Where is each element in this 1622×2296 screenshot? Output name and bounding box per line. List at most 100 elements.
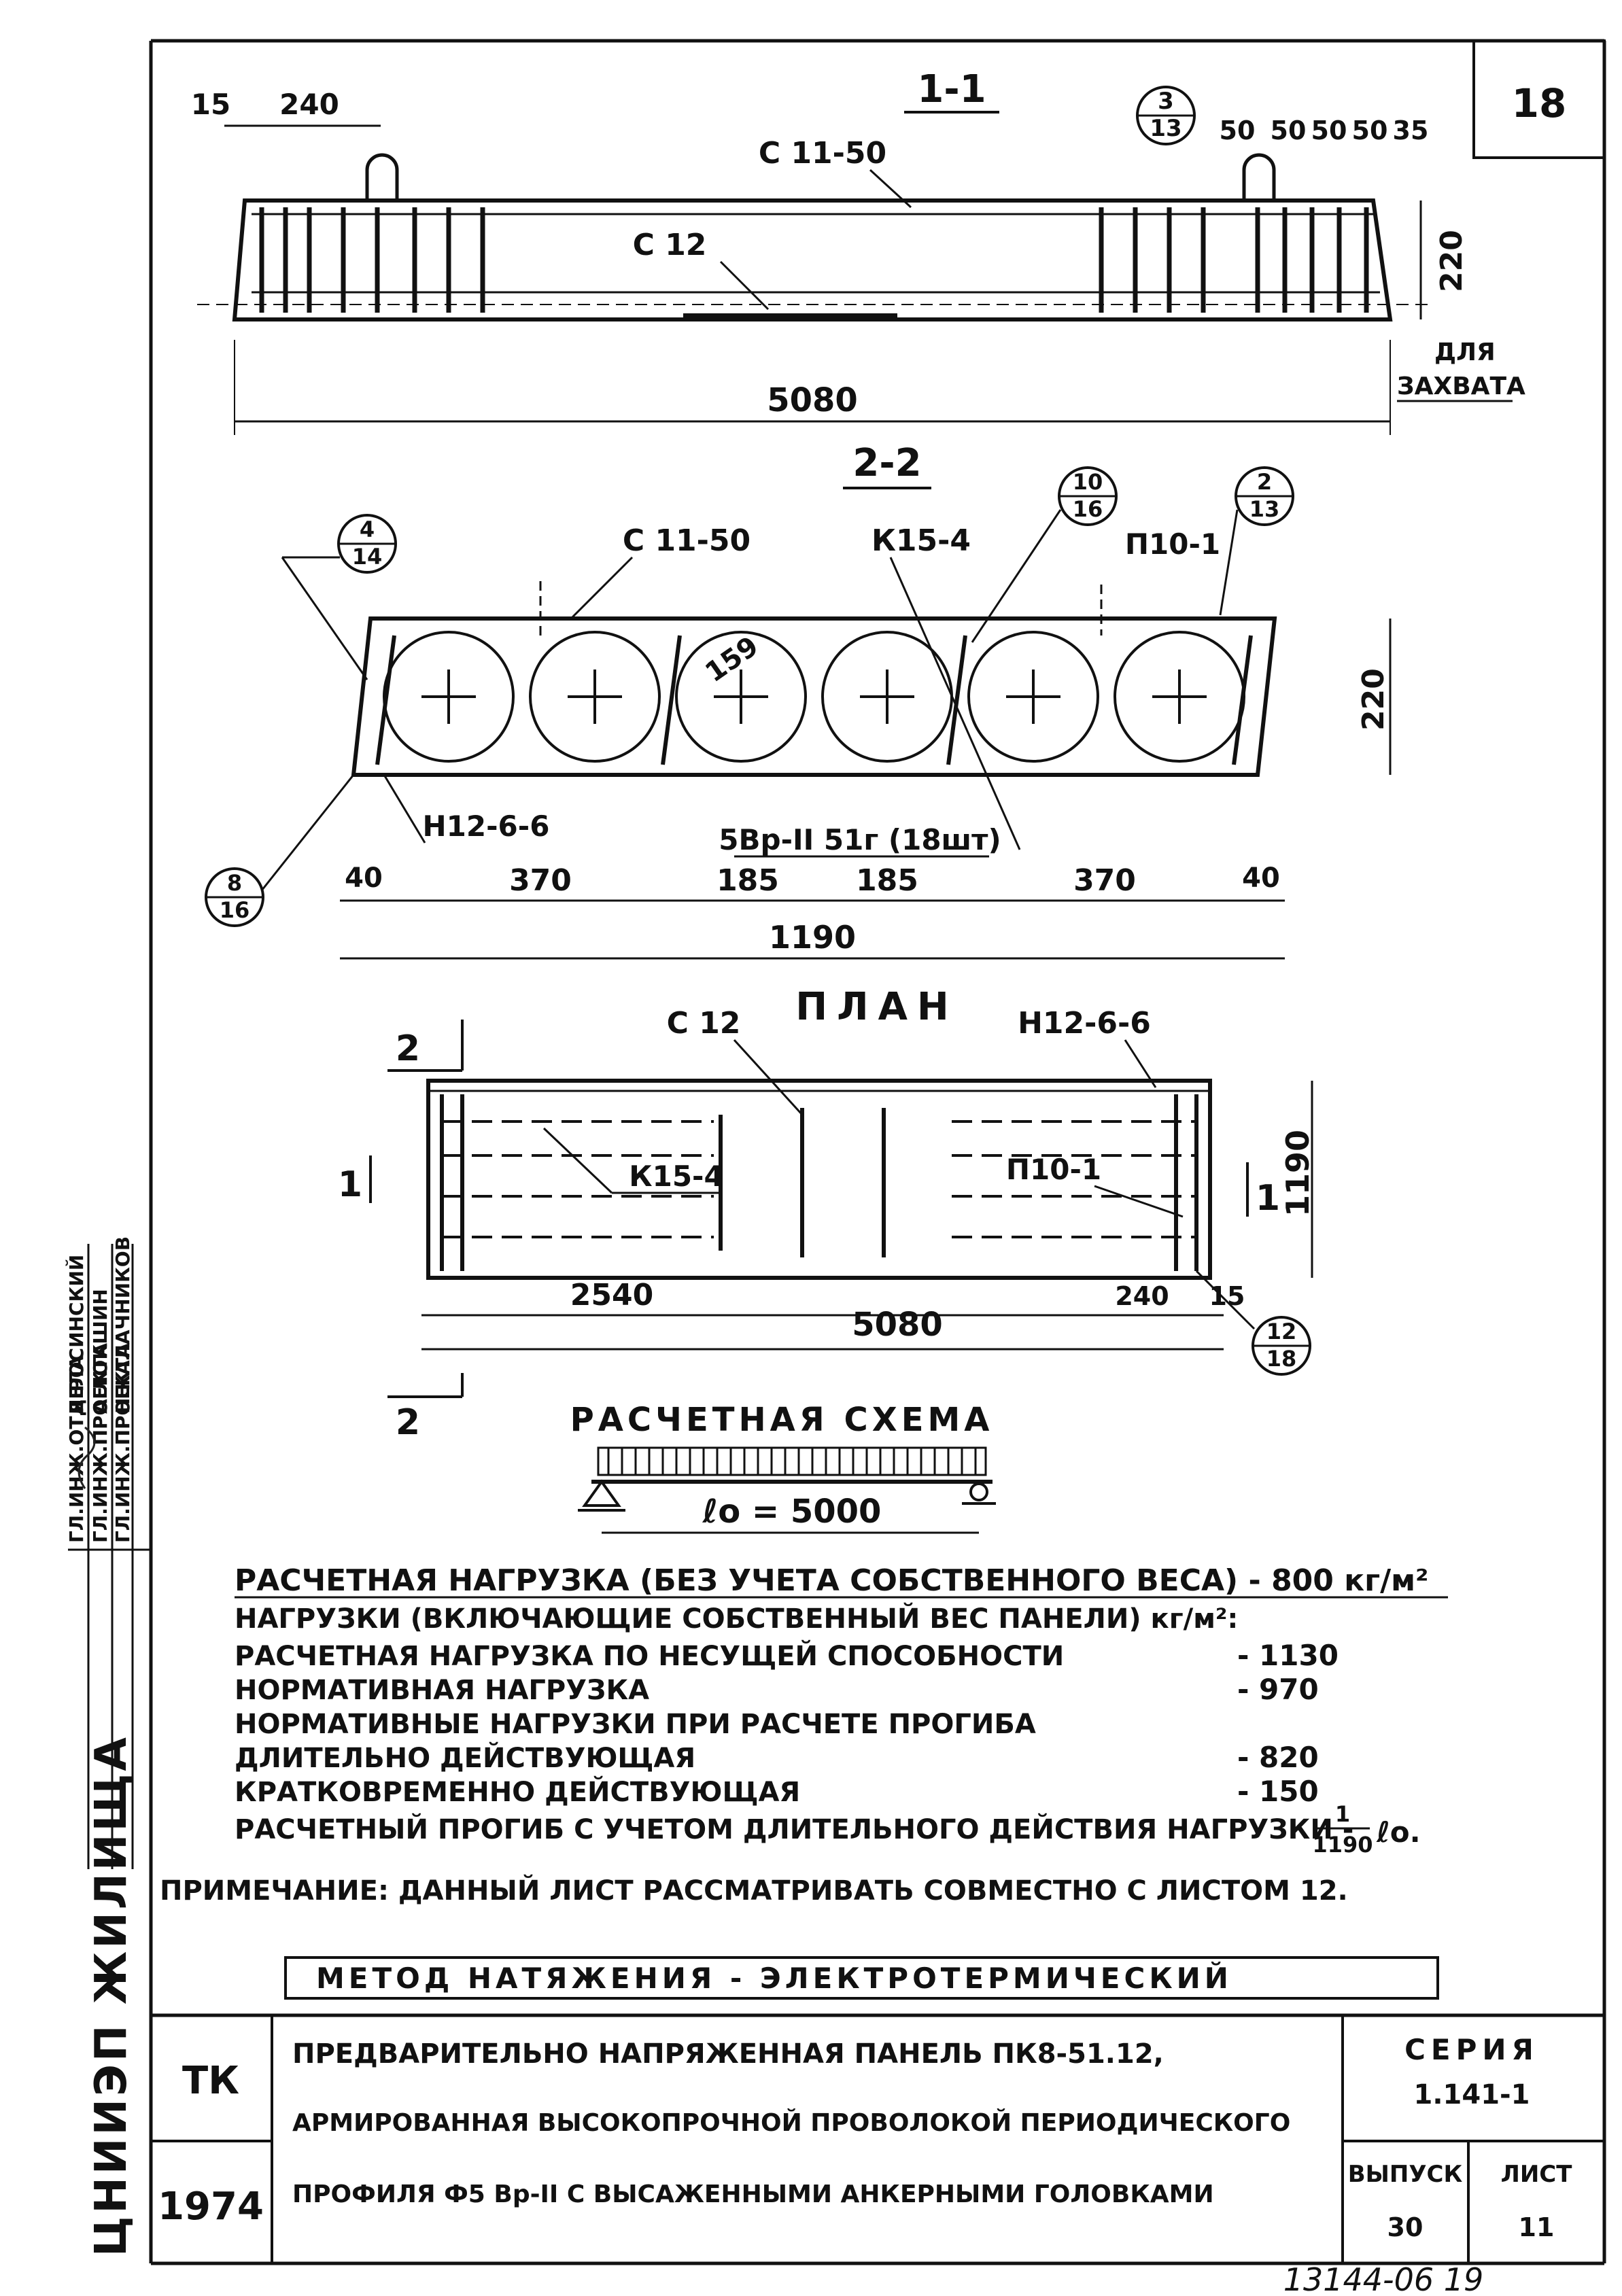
- load-row-1-value: - 1130: [1237, 1639, 1339, 1672]
- load-row-4-label: ДЛИТЕЛЬНО ДЕЙСТВУЮЩАЯ: [235, 1741, 695, 1774]
- issue-label: ВЫПУСК: [1348, 2161, 1463, 2188]
- dim-50d: 50: [1352, 116, 1388, 145]
- dim-2-370a: 370: [509, 863, 572, 898]
- plan-view: ПЛАН 2 1 1 2 С 12 Н12-6-6 К15-4: [338, 985, 1316, 1443]
- label-2-wire: 5Вр-II 51г (18шт): [719, 823, 1001, 856]
- section-2-2: 2-2 С 11-50 К15-4 П10-1 159: [205, 441, 1392, 960]
- plan-label-p10-1: П10-1: [1006, 1153, 1101, 1186]
- dim-240: 240: [279, 88, 339, 121]
- callout-2-top: 2: [1257, 469, 1272, 495]
- plan-label-h12-6-6: Н12-6-6: [1018, 1006, 1151, 1041]
- plan-dim-15: 15: [1209, 1281, 1245, 1311]
- grip-label-1: ДЛЯ: [1434, 338, 1496, 366]
- sig-name-2: А.ЛОКШИН: [89, 1289, 111, 1414]
- callout-12-top: 12: [1266, 1319, 1297, 1344]
- remark: ПРИМЕЧАНИЕ: ДАННЫЙ ЛИСТ РАССМАТРИВАТЬ СО…: [160, 1874, 1348, 1907]
- plan-mark-2-bottom: 2: [396, 1402, 420, 1443]
- load-row-2-label: НОРМАТИВНАЯ НАГРУЗКА: [235, 1675, 649, 1706]
- sig-name-1: Я.РОСИНСКИЙ: [65, 1255, 88, 1414]
- grip-label-2: ЗАХВАТА: [1397, 372, 1525, 400]
- section-2-width: 1190: [769, 919, 856, 956]
- dim-2-370b: 370: [1073, 863, 1136, 898]
- method-text: МЕТОД НАТЯЖЕНИЯ - ЭЛЕКТРОТЕРМИЧЕСКИЙ: [316, 1961, 1232, 1995]
- dim-50b: 50: [1271, 116, 1307, 145]
- callout-10-top: 10: [1073, 469, 1103, 495]
- plan-length: 5080: [852, 1306, 943, 1344]
- label-2-k15-4: К15-4: [872, 523, 971, 558]
- section-2-2-title: 2-2: [852, 441, 921, 485]
- stamp-code: ТК: [182, 2059, 239, 2103]
- plan-label-c12: С 12: [667, 1006, 741, 1041]
- callout-4-bottom: 14: [352, 544, 383, 570]
- notes: РАСЧЕТНАЯ НАГРУЗКА (БЕЗ УЧЕТА СОБСТВЕННО…: [160, 1563, 1448, 1907]
- sheet-value: 11: [1519, 2212, 1555, 2242]
- section-2-height: 220: [1356, 668, 1391, 731]
- label-2-p10-1: П10-1: [1125, 527, 1220, 561]
- deflection-numerator: 1: [1335, 1801, 1350, 1827]
- sig-role-3: ГЛ.ИНЖ.ПРОЕКТА: [111, 1343, 134, 1543]
- sig-role-1: ГЛ.ИНЖ.ОТДЕЛА: [65, 1355, 88, 1543]
- method-box: [284, 1956, 1439, 2000]
- loads-header: НАГРУЗКИ (ВКЛЮЧАЮЩИЕ СОБСТВЕННЫЙ ВЕС ПАН…: [235, 1602, 1238, 1635]
- sheet-label: ЛИСТ: [1501, 2161, 1573, 2188]
- dim-15: 15: [191, 88, 230, 121]
- archive-number: 13144-06 19: [1283, 2261, 1484, 2296]
- dim-2-185b: 185: [856, 863, 918, 898]
- series-value: 1.141-1: [1414, 2079, 1530, 2110]
- label-2-c11-50: С 11-50: [623, 523, 750, 558]
- callout-8-bottom: 16: [220, 897, 250, 923]
- dim-50c: 50: [1311, 116, 1347, 145]
- stamp-title-1: ПРЕДВАРИТЕЛЬНО НАПРЯЖЕННАЯ ПАНЕЛЬ ПК8-51…: [292, 2038, 1164, 2070]
- section-1-1: 1-1 15 240 50 50 50 50 35 3 13: [191, 67, 1525, 435]
- series-label: СЕРИЯ: [1404, 2033, 1539, 2066]
- deflection-label: РАСЧЕТНЫЙ ПРОГИБ С УЧЕТОМ ДЛИТЕЛЬНОГО ДЕ…: [235, 1813, 1353, 1845]
- sig-role-2: ГЛ.ИНЖ.ПРОЕКТА: [89, 1343, 111, 1543]
- design-scheme: РАСЧЕТНАЯ СХЕМА ℓо = 5000: [570, 1401, 996, 1534]
- dim-2-40b: 40: [1242, 863, 1280, 894]
- plan-width: 1190: [1279, 1130, 1316, 1217]
- plan-mark-2-top: 2: [396, 1028, 420, 1069]
- sig-name-3: Н.КАЛАЧНИКОВ: [111, 1236, 134, 1414]
- org-name: ЦНИИЭП ЖИЛИЩА: [86, 1735, 137, 2257]
- stamp-title-2: АРМИРОВАННАЯ ВЫСОКОПРОЧНОЙ ПРОВОЛОКОЙ ПЕ…: [292, 2108, 1290, 2137]
- dim-50a: 50: [1220, 116, 1256, 145]
- scheme-title: РАСЧЕТНАЯ СХЕМА: [570, 1401, 994, 1439]
- stamp-title-3: ПРОФИЛЯ Ф5 Вр-II С ВЫСАЖЕННЫМИ АНКЕРНЫМИ…: [292, 2180, 1214, 2208]
- stamp-year: 1974: [158, 2185, 264, 2229]
- load-row-2-value: - 970: [1237, 1673, 1319, 1706]
- design-load: РАСЧЕТНАЯ НАГРУЗКА (БЕЗ УЧЕТА СОБСТВЕННО…: [235, 1563, 1428, 1598]
- load-hatching: [607, 1448, 977, 1475]
- title-block: ТК 1974 ПРЕДВАРИТЕЛЬНО НАПРЯЖЕННАЯ ПАНЕЛ…: [151, 2013, 1604, 2263]
- deflection-suffix: ℓо.: [1376, 1815, 1421, 1849]
- callout-10-bottom: 16: [1073, 496, 1103, 522]
- dim-2-185a: 185: [717, 863, 779, 898]
- label-c12: С 12: [633, 228, 707, 262]
- callout-4-top: 4: [360, 517, 375, 542]
- load-row-5-label: КРАТКОВРЕМЕННО ДЕЙСТВУЮЩАЯ: [235, 1775, 800, 1808]
- load-row-5-value: - 150: [1237, 1775, 1319, 1808]
- load-row-3-label: НОРМАТИВНЫЕ НАГРУЗКИ ПРИ РАСЧЕТЕ ПРОГИБА: [235, 1709, 1036, 1740]
- callout-3-bottom: 13: [1150, 115, 1181, 142]
- dim-2-40a: 40: [345, 863, 383, 894]
- load-row-1-label: РАСЧЕТНАЯ НАГРУЗКА ПО НЕСУЩЕЙ СПОСОБНОСТ…: [235, 1639, 1064, 1672]
- section-1-height: 220: [1434, 230, 1469, 292]
- plan-dim-2540: 2540: [570, 1278, 653, 1312]
- plan-mark-1-right: 1: [1256, 1178, 1280, 1219]
- signature-mark: [77, 1426, 96, 1489]
- load-row-4-value: - 820: [1237, 1741, 1319, 1774]
- issue-value: 30: [1387, 2212, 1423, 2242]
- sheet-frame: [149, 39, 1606, 2265]
- section-1-length: 5080: [767, 381, 858, 419]
- scheme-span: ℓо = 5000: [702, 1493, 882, 1531]
- plan-dim-240: 240: [1115, 1281, 1169, 1311]
- side-stamp: ГЛ.ИНЖ.ОТДЕЛА ГЛ.ИНЖ.ПРОЕКТА ГЛ.ИНЖ.ПРОЕ…: [65, 1236, 151, 2257]
- label-2-h12-6-6: Н12-6-6: [423, 810, 550, 843]
- plan-mark-1-left: 1: [338, 1164, 362, 1205]
- callout-12-bottom: 18: [1266, 1346, 1297, 1372]
- dim-35: 35: [1393, 116, 1429, 145]
- callout-8-top: 8: [227, 870, 242, 896]
- plan-label-k15-4: К15-4: [629, 1160, 723, 1193]
- section-1-1-title: 1-1: [917, 67, 986, 111]
- callout-3-top: 3: [1158, 88, 1174, 115]
